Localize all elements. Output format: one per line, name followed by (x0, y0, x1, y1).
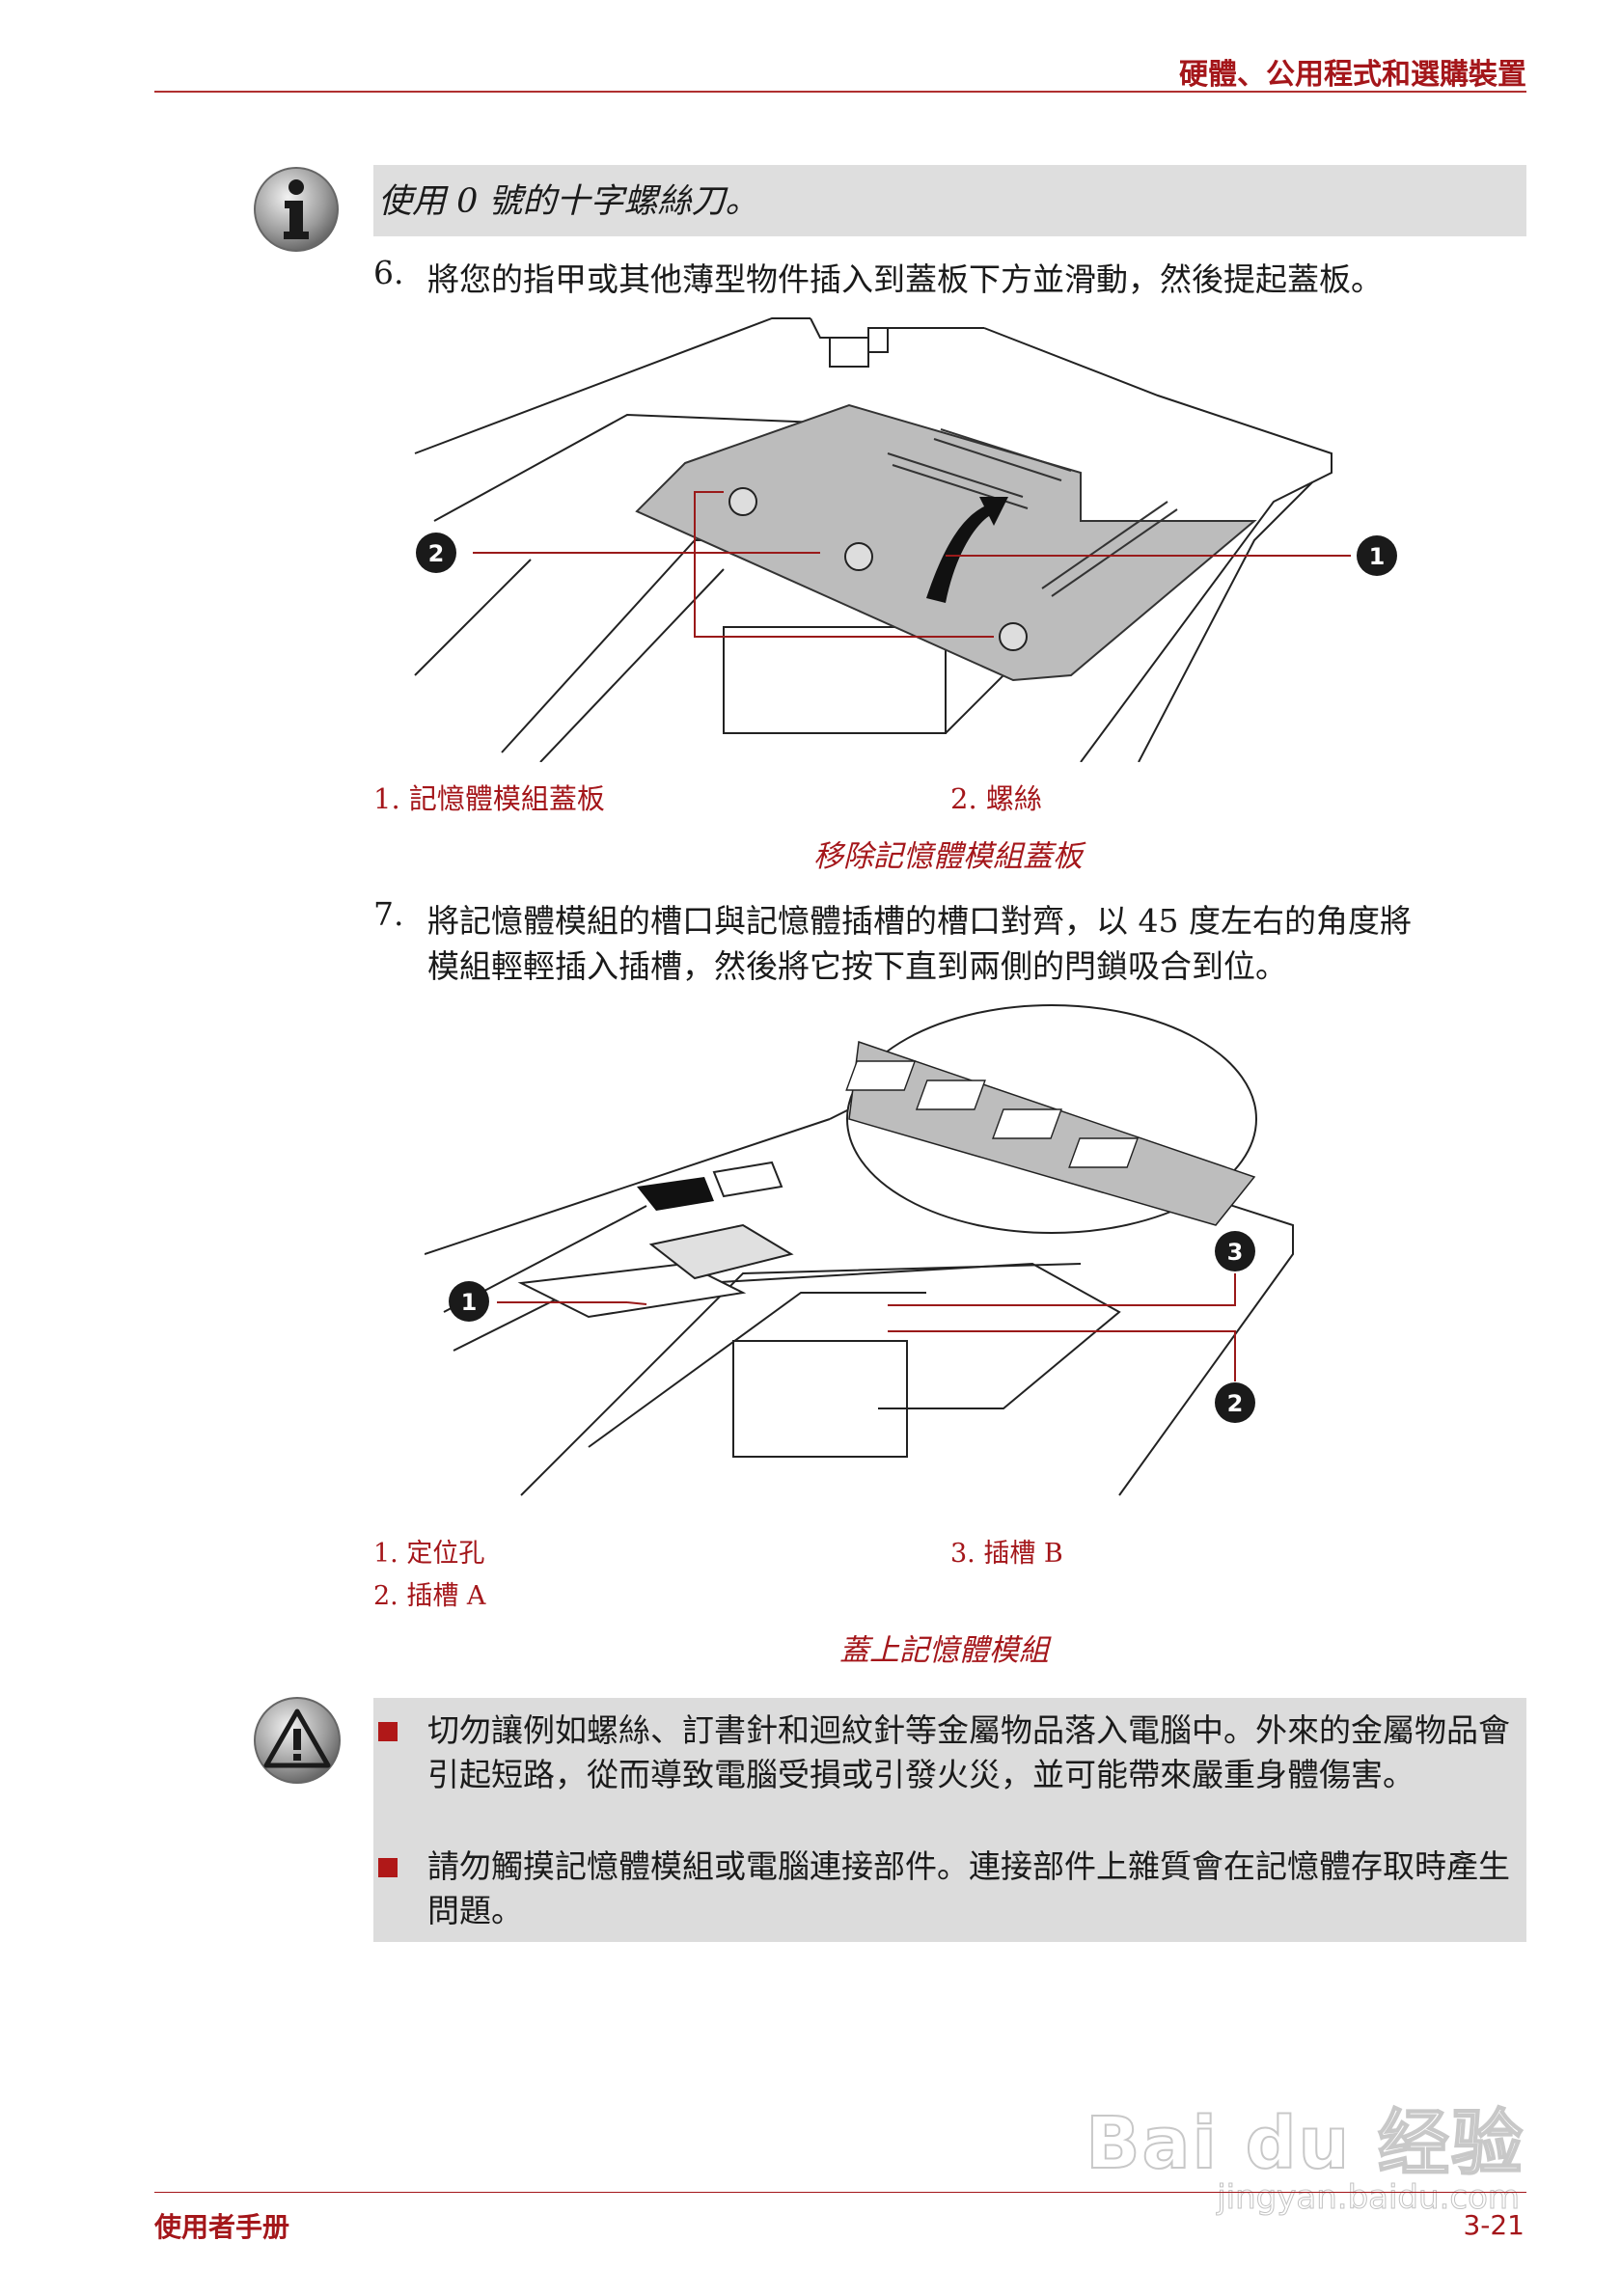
step-6-text: 將您的指甲或其他薄型物件插入到蓋板下方並滑動，然後提起蓋板。 (427, 260, 1383, 298)
figure2-title: 蓋上記憶體模組 (839, 1633, 1049, 1668)
figure-memory-cover-removal: 2 1 (414, 317, 1397, 762)
header-rule (154, 91, 1526, 93)
figure2-callout-2: 2 (1227, 1390, 1244, 1417)
step-7-line-2: 模組輕輕插入插槽，然後將它按下直到兩側的閂鎖吸合到位。 (427, 947, 1287, 985)
page-header-title: 硬體、公用程式和選購裝置 (1179, 58, 1526, 92)
warning-bullet-1 (378, 1722, 398, 1741)
figure-memory-module-install: 1 3 2 (425, 1004, 1294, 1496)
figure2-caption-3: 3. 插槽 B (950, 1539, 1063, 1569)
memory-cover-panel (635, 403, 1257, 682)
figure2-callout-1: 1 (461, 1289, 478, 1316)
footer-manual-title: 使用者手册 (154, 2211, 290, 2243)
note-box (373, 165, 1526, 236)
figure2-caption-1: 1. 定位孔 (373, 1539, 485, 1569)
warning-icon (254, 1697, 341, 1784)
footer-page-number: 3-21 (1463, 2209, 1525, 2241)
figure1-caption-1: 1. 記憶體模組蓋板 (373, 782, 605, 815)
warning-item-1: 切勿讓例如螺絲、訂書針和迴紋針等金屬物品落入電腦中。外來的金屬物品會引起短路，從… (427, 1711, 1510, 1793)
step-6-number: 6. (373, 254, 404, 291)
note-text: 使用 0 號的十字螺絲刀。 (378, 182, 759, 221)
step-7-number: 7. (373, 895, 404, 933)
warning-item-2: 請勿觸摸記憶體模組或電腦連接部件。連接部件上雜質會在記憶體存取時產生問題。 (427, 1847, 1510, 1929)
baidu-watermark-url: jingyan.baidu.com (1217, 2178, 1521, 2218)
figure1-callout-2: 2 (428, 540, 445, 567)
footer-rule (154, 2192, 1526, 2193)
warning-bullet-2 (378, 1858, 398, 1877)
figure1-title: 移除記憶體模組蓋板 (813, 839, 1083, 874)
figure2-callout-3: 3 (1227, 1239, 1244, 1266)
figure1-callout-1: 1 (1369, 543, 1386, 570)
info-icon (254, 167, 339, 252)
warning-box (373, 1698, 1526, 1942)
figure1-caption-2: 2. 螺絲 (950, 782, 1042, 815)
step-7-line-1: 將記憶體模組的槽口與記憶體插槽的槽口對齊，以 45 度左右的角度將 (427, 902, 1412, 940)
figure2-caption-2: 2. 插槽 A (373, 1581, 486, 1611)
baidu-watermark-logo: Bai du 经验 (1085, 2101, 1525, 2186)
